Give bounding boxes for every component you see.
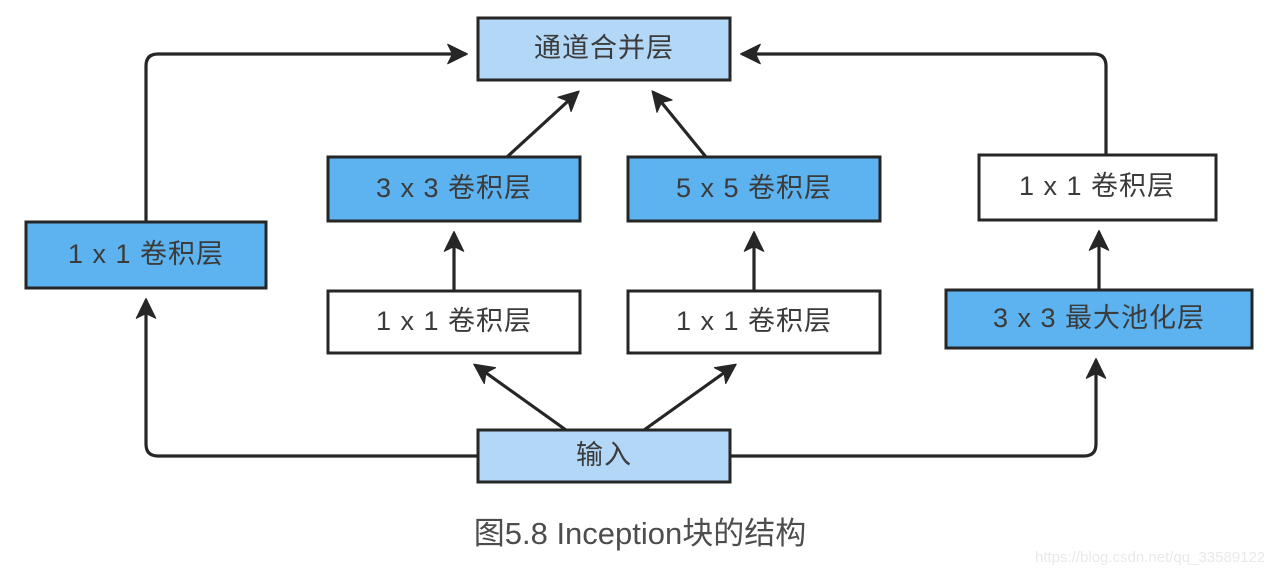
watermark: https://blog.csdn.net/qq_33589122: [1035, 549, 1265, 566]
edge-branch2-conv3x3-to-concat: [505, 90, 580, 159]
node-input-label: 输入: [576, 440, 632, 470]
node-branch1-conv1x1[interactable]: 1 x 1 卷积层: [24, 220, 268, 290]
node-branch4-conv1x1-box[interactable]: [977, 153, 1218, 222]
node-channel-concat-layer[interactable]: 通道合并层: [476, 16, 732, 82]
edge-branch1-to-concat: [144, 43, 469, 222]
node-branch4-maxpool-label: 3 x 3 最大池化层: [993, 303, 1205, 333]
node-branch1-conv1x1-box[interactable]: [24, 220, 268, 290]
node-branch4-maxpool[interactable]: 3 x 3 最大池化层: [944, 288, 1254, 350]
node-branch3-conv1x1[interactable]: 1 x 1 卷积层: [626, 289, 882, 355]
node-channel-concat-layer-box[interactable]: [476, 16, 732, 82]
node-branch4-maxpool-box[interactable]: [944, 288, 1254, 350]
node-branch4-conv1x1[interactable]: 1 x 1 卷积层: [977, 153, 1218, 222]
node-branch3-conv5x5-label: 5 x 5 卷积层: [676, 173, 832, 203]
node-branch2-conv3x3-box[interactable]: [326, 155, 582, 223]
edge-input-to-branch1: [135, 297, 478, 458]
node-branch2-conv3x3[interactable]: 3 x 3 卷积层: [326, 155, 582, 223]
edge-input-to-branch4-maxpool: [730, 357, 1107, 458]
node-branch3-conv5x5-box[interactable]: [626, 155, 882, 223]
node-channel-concat-layer-label: 通道合并层: [534, 33, 674, 63]
node-branch1-conv1x1-label: 1 x 1 卷积层: [68, 239, 224, 269]
node-branch2-conv3x3-label: 3 x 3 卷积层: [376, 173, 532, 203]
node-branch2-conv1x1-box[interactable]: [326, 289, 582, 355]
node-branch4-conv1x1-label: 1 x 1 卷积层: [1019, 171, 1175, 201]
node-branch2-conv1x1-label: 1 x 1 卷积层: [376, 306, 532, 336]
node-input[interactable]: 输入: [476, 428, 732, 484]
node-branch3-conv1x1-label: 1 x 1 卷积层: [676, 306, 832, 336]
edge-branch4-to-concat: [739, 43, 1108, 155]
edge-input-to-branch3-conv1x1: [643, 363, 737, 432]
node-branch3-conv5x5[interactable]: 5 x 5 卷积层: [626, 155, 882, 223]
edge-branch3-conv5x5-to-concat: [651, 90, 708, 159]
figure-caption: 图5.8 Inception块的结构: [474, 516, 807, 551]
edge-input-to-branch2-conv1x1: [473, 363, 567, 432]
node-branch3-conv1x1-box[interactable]: [626, 289, 882, 355]
node-input-box[interactable]: [476, 428, 732, 484]
node-branch2-conv1x1[interactable]: 1 x 1 卷积层: [326, 289, 582, 355]
